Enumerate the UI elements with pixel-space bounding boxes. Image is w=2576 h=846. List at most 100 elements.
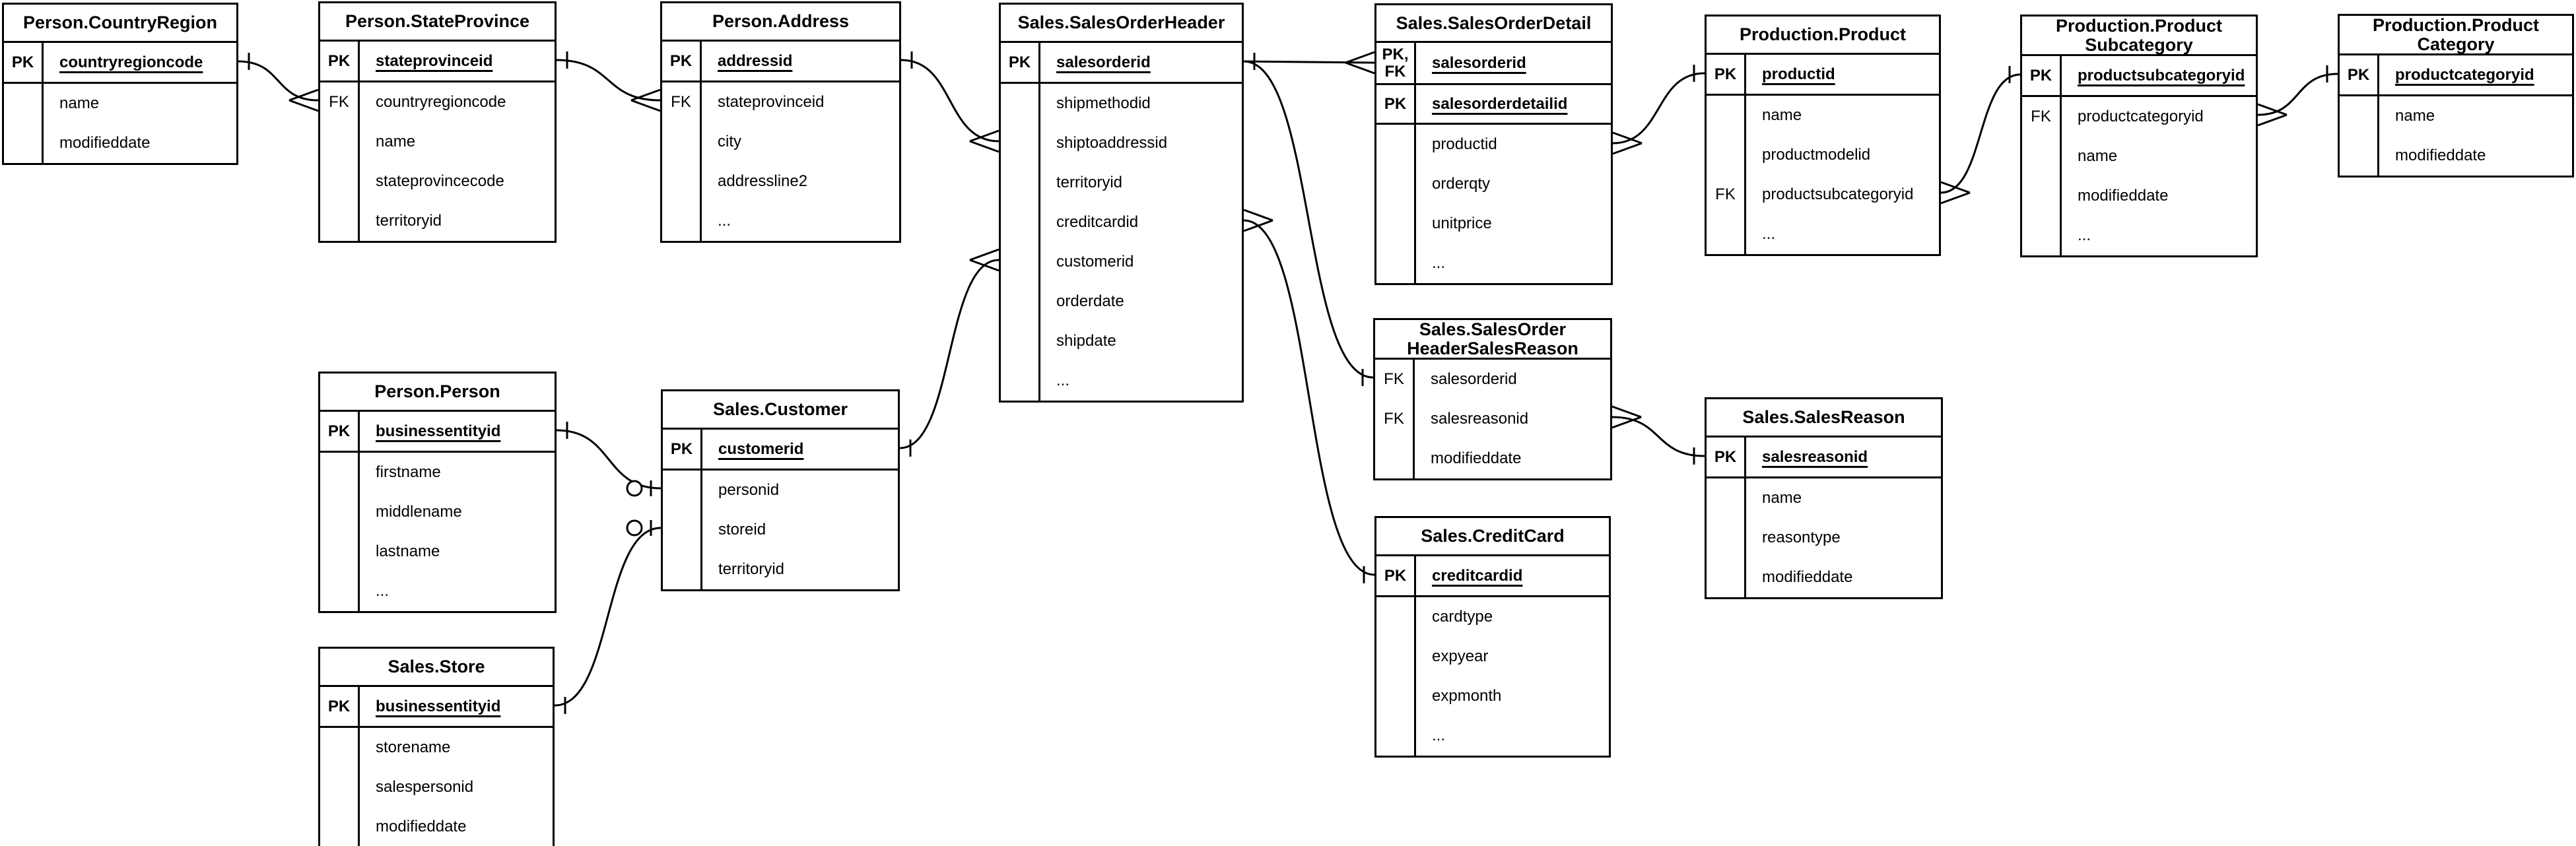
key-label <box>1001 361 1040 401</box>
relationship-sales-customer-customerid-to-sales-salesorderheader[interactable] <box>899 248 1000 457</box>
table-title: Production.Product Subcategory <box>2022 16 2256 56</box>
cardinality-zero-marker <box>626 519 643 537</box>
table-row: modifieddate <box>2340 136 2572 176</box>
column-name: territoryid <box>718 560 785 578</box>
relationship-line <box>899 259 1000 449</box>
relationship-sales-salesorderheadersalesreason-salesreasonid-to-sales-salesreason[interactable] <box>1611 405 1705 465</box>
table-row: storename <box>320 728 553 767</box>
key-label <box>1375 439 1415 478</box>
table-row: modifieddate <box>2022 176 2256 216</box>
key-label <box>1001 242 1040 282</box>
key-label <box>1707 96 1746 135</box>
table-row: stateprovincecode <box>320 162 555 201</box>
relationship-sales-salesorderheader-creditcardid-to-sales-creditcard[interactable] <box>1243 209 1375 583</box>
relationship-line <box>238 60 319 102</box>
column-name: productsubcategoryid <box>2078 66 2245 84</box>
table-title: Person.Address <box>662 3 899 42</box>
key-label <box>1376 716 1416 756</box>
table-title: Sales.Store <box>320 649 553 687</box>
column-name: salesorderdetailid <box>1432 94 1568 113</box>
table-title: Sales.CreditCard <box>1376 518 1609 556</box>
cardinality-many-marker <box>1345 51 1375 64</box>
key-label <box>320 162 360 201</box>
key-label <box>1001 163 1040 203</box>
column-name: orderdate <box>1056 292 1124 310</box>
table-row: ... <box>320 571 555 611</box>
column-name: productsubcategoryid <box>1762 185 1914 203</box>
table-row: expyear <box>1376 637 1609 676</box>
column-name: productcategoryid <box>2395 65 2534 84</box>
table-row: firstname <box>320 453 555 492</box>
column-name: creditcardid <box>1056 213 1139 231</box>
key-label <box>1376 244 1416 283</box>
cardinality-many-marker <box>630 88 661 102</box>
relationship-line <box>556 429 661 490</box>
table-row: PK addressid <box>662 42 899 82</box>
relationship-sales-store-businessentityid-to-sales-customer[interactable] <box>554 519 661 714</box>
table-row: territoryid <box>663 550 898 589</box>
column-name: businessentityid <box>376 422 501 440</box>
relationship-person-countryregion-countryregioncode-to-person-stateprovince[interactable] <box>238 53 319 112</box>
key-label: PK <box>2340 55 2379 94</box>
key-label <box>662 201 702 241</box>
relationship-production-product-productsubcategoryid-to-production-productsubcategory[interactable] <box>1940 66 2021 205</box>
relationship-line <box>1940 73 2021 194</box>
column-name: ... <box>376 582 390 600</box>
key-label: PK <box>320 412 360 451</box>
column-name: unitprice <box>1432 214 1492 232</box>
table-title: Sales.SalesOrder HeaderSalesReason <box>1375 319 1610 360</box>
cardinality-many-marker <box>1611 405 1642 418</box>
cardinality-many-marker <box>1612 131 1643 145</box>
table-row: ... <box>1376 244 1611 283</box>
table-row: name <box>2022 137 2256 176</box>
key-label: FK <box>1375 360 1415 399</box>
table-row: name <box>4 84 236 123</box>
relationship-person-address-addressid-to-sales-salesorderheader[interactable] <box>900 51 1000 153</box>
column-name: ... <box>1056 372 1070 389</box>
key-label <box>1001 203 1040 242</box>
key-label: PK <box>662 42 702 81</box>
relationship-sales-salesorderheader-salesorderid-to-sales-salesorderdetail[interactable] <box>1243 51 1375 75</box>
column-name: name <box>1762 106 1802 124</box>
relationship-sales-salesorderheader-salesorderid-to-sales-salesorderheadersalesreason[interactable] <box>1243 53 1374 386</box>
table-row: shipdate <box>1001 321 1242 361</box>
table-title: Sales.SalesReason <box>1707 399 1941 438</box>
column-name: reasontype <box>1762 529 1841 546</box>
key-label <box>1707 518 1746 558</box>
relationship-person-stateprovince-stateprovinceid-to-person-address[interactable] <box>556 51 661 112</box>
column-name: cardtype <box>1432 608 1493 626</box>
table-row: customerid <box>1001 242 1242 282</box>
column-name: addressid <box>718 51 793 70</box>
relationship-person-person-businessentityid-to-sales-customer[interactable] <box>556 422 661 497</box>
relationship-sales-salesorderdetail-productid-to-production-product[interactable] <box>1612 65 1705 155</box>
relationship-production-productsubcategory-productcategoryid-to-production-productcategory[interactable] <box>2257 65 2338 127</box>
column-name: modifieddate <box>1431 449 1522 467</box>
table-row: PK productcategoryid <box>2340 55 2572 96</box>
table-title: Sales.Customer <box>663 391 898 430</box>
table-row: lastname <box>320 532 555 571</box>
relationship-line <box>1243 219 1375 576</box>
key-label <box>320 453 360 492</box>
table-row: PK businessentityid <box>320 412 555 453</box>
